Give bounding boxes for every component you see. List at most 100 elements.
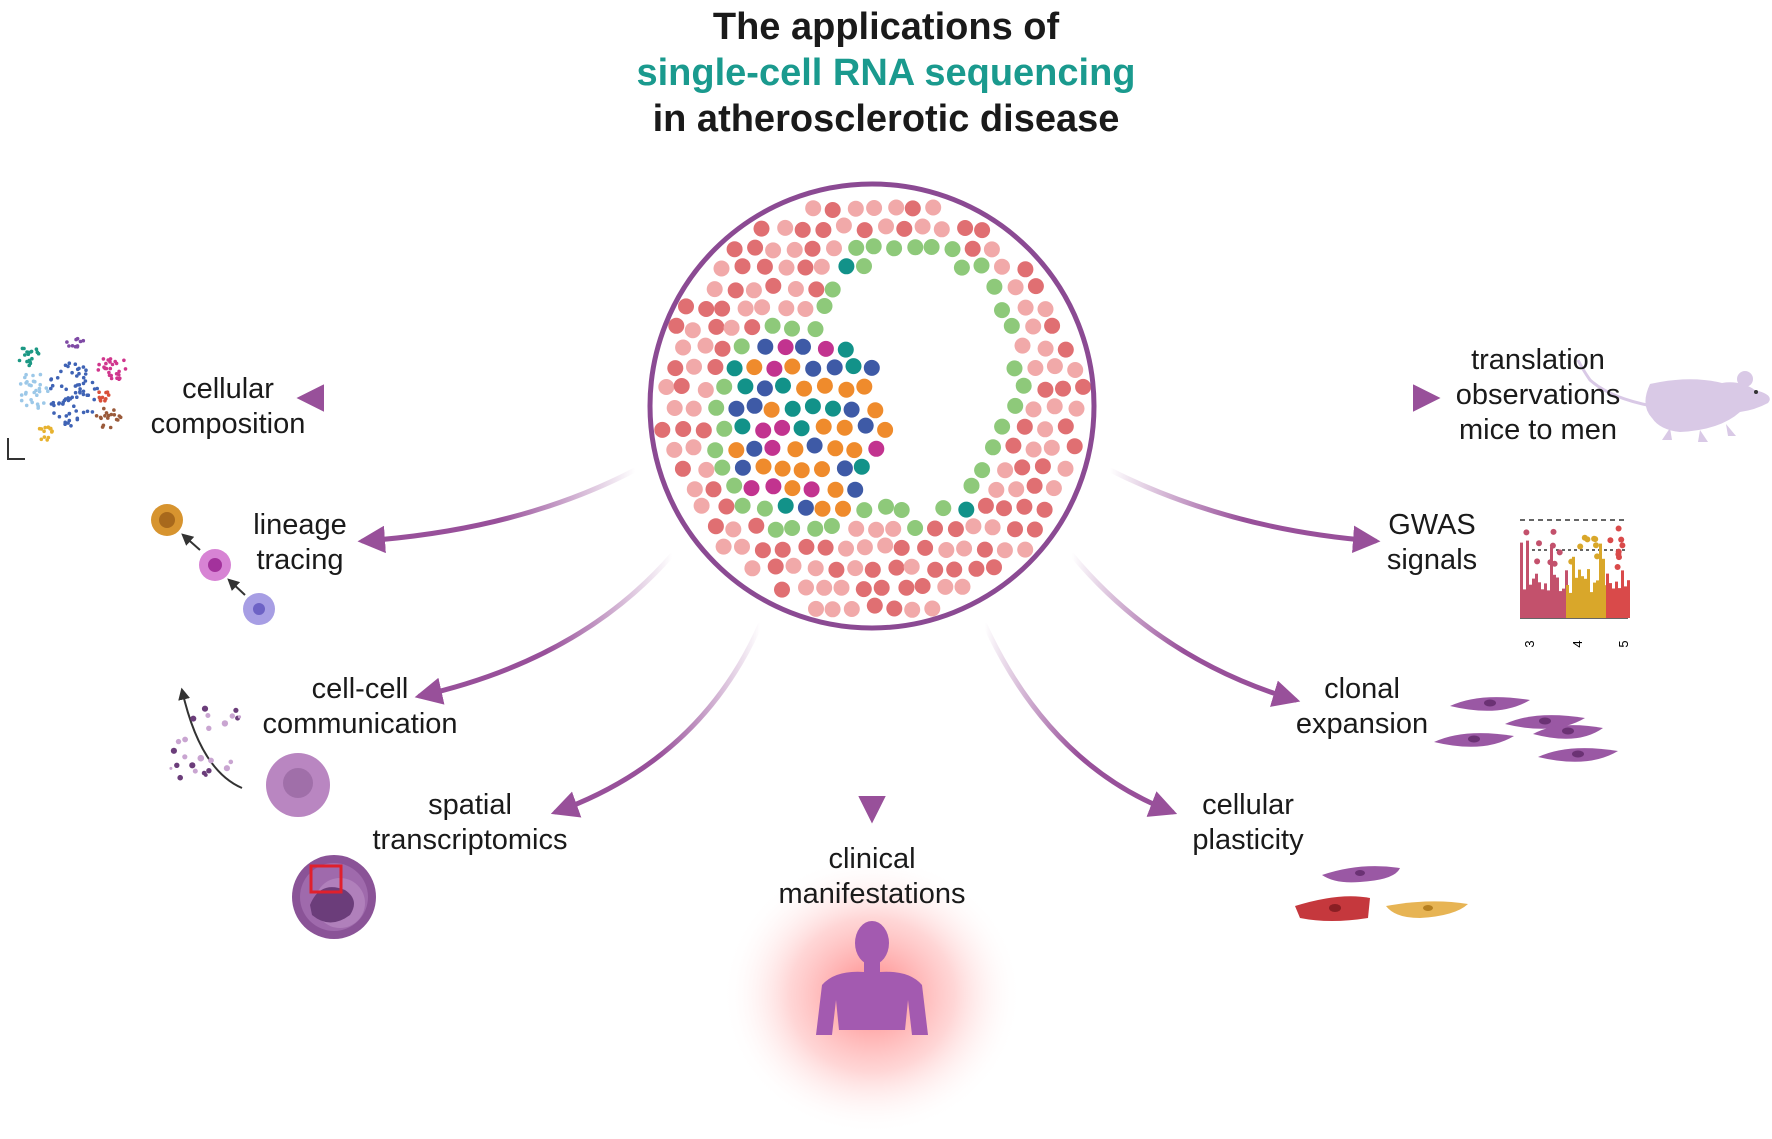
title-line-3: in atherosclerotic disease xyxy=(652,98,1120,140)
cell-dot xyxy=(784,320,800,337)
cell-dot xyxy=(796,380,813,397)
cell-dots xyxy=(654,199,1092,618)
cell-dot xyxy=(957,220,974,236)
cell-dot xyxy=(748,517,765,534)
cell-dot xyxy=(754,542,771,559)
cell-dot xyxy=(714,300,731,317)
cell-dot xyxy=(734,459,751,476)
cell-dot xyxy=(668,317,685,334)
cell-dot xyxy=(985,439,1001,456)
cell-dot xyxy=(737,300,754,317)
cell-dot xyxy=(958,501,975,518)
cell-dot xyxy=(1015,377,1032,394)
cell-dot xyxy=(734,497,751,514)
cell-dot xyxy=(1046,358,1063,375)
manhattan-plot-icon: 3 4 5 xyxy=(1520,519,1631,648)
cell-dot xyxy=(857,417,874,434)
cell-dot xyxy=(827,440,844,457)
arrow-lineage-tracing xyxy=(357,467,638,554)
cell-dot xyxy=(878,498,894,515)
cell-dot xyxy=(903,558,920,575)
cell-dot xyxy=(924,600,941,617)
cell-dot xyxy=(925,199,942,216)
cell-dot xyxy=(764,317,781,334)
cell-dot xyxy=(733,338,750,355)
cell-dot xyxy=(986,278,1003,295)
cell-dot xyxy=(697,337,714,354)
cell-dot xyxy=(743,480,760,497)
cell-dot xyxy=(837,341,854,358)
mouse-icon xyxy=(1576,359,1770,442)
cell-dot xyxy=(755,458,772,475)
cell-dot xyxy=(1007,397,1024,414)
cell-dot xyxy=(718,498,735,515)
cell-dot xyxy=(826,359,843,376)
cell-dot xyxy=(784,400,801,417)
cell-dot xyxy=(686,481,703,498)
cell-dot xyxy=(793,420,810,437)
cell-dot xyxy=(784,480,801,497)
cell-dot xyxy=(855,581,872,598)
cell-dot xyxy=(808,600,824,617)
cell-dot xyxy=(1007,279,1024,296)
cell-dot xyxy=(798,579,814,596)
cell-dot xyxy=(893,539,910,556)
arrows xyxy=(296,384,1441,824)
cell-dot xyxy=(868,440,885,457)
arrow-gwas-signals xyxy=(1107,467,1381,554)
cell-dot xyxy=(1066,438,1083,455)
cell-dot xyxy=(726,360,743,377)
cell-dot xyxy=(1055,380,1071,397)
cell-dot xyxy=(678,298,694,315)
cell-dot xyxy=(824,601,841,618)
cell-dot xyxy=(1017,541,1034,558)
cell-dot xyxy=(974,462,991,479)
cell-dot xyxy=(856,502,873,519)
cell-dot xyxy=(714,459,731,476)
cell-dot xyxy=(658,379,675,395)
cell-dot xyxy=(914,218,931,235)
cell-dot xyxy=(823,518,840,534)
cell-dot xyxy=(937,578,954,595)
cell-dot xyxy=(888,559,905,576)
cell-dot xyxy=(675,339,692,356)
cell-dot xyxy=(856,539,873,556)
title-line-1: The applications of xyxy=(712,6,1060,48)
cell-dot xyxy=(984,519,1001,536)
cell-dot xyxy=(775,377,791,394)
cell-dot xyxy=(803,481,820,498)
cell-dot xyxy=(1027,278,1044,295)
cell-dot xyxy=(693,497,710,514)
cell-dot xyxy=(994,302,1010,319)
cell-dot xyxy=(654,421,671,438)
cell-dot xyxy=(833,579,850,596)
cell-dot xyxy=(707,359,724,375)
cell-dot xyxy=(878,218,894,235)
cell-dot xyxy=(765,242,782,259)
cell-dot xyxy=(825,400,841,417)
cell-dot xyxy=(866,597,883,614)
cell-dot xyxy=(888,199,905,216)
cell-dot xyxy=(737,378,754,395)
cell-dot xyxy=(996,542,1013,559)
cell-dot xyxy=(708,399,725,416)
cell-dot xyxy=(723,319,740,336)
cell-dot xyxy=(707,518,724,535)
cell-dot xyxy=(1014,337,1031,354)
cell-dot xyxy=(746,397,763,414)
cell-dot xyxy=(946,561,963,578)
cell-dot xyxy=(745,282,762,299)
cell-dot xyxy=(756,258,773,275)
cell-dot xyxy=(817,340,834,357)
cell-dot xyxy=(757,338,774,355)
cell-dot xyxy=(1025,318,1042,335)
cell-dot xyxy=(846,442,863,459)
cell-dot xyxy=(1044,317,1061,334)
cell-dot xyxy=(848,239,865,256)
cell-dot xyxy=(838,540,854,557)
cell-dot xyxy=(956,540,973,557)
human-body-icon xyxy=(722,855,1022,1135)
cell-dot xyxy=(836,419,853,436)
